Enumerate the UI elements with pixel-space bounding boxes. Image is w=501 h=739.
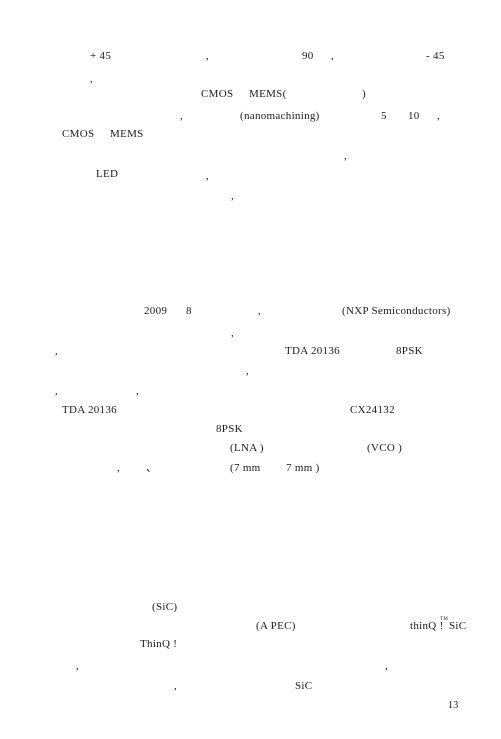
text-fragment: 10 (408, 110, 420, 122)
text-fragment: , (206, 170, 210, 182)
text-fragment: TDA 20136 (62, 404, 117, 416)
text-fragment: , (258, 305, 262, 317)
text-fragment: CX24132 (350, 404, 395, 416)
page-number: 13 (448, 700, 459, 711)
text-fragment: , (437, 110, 441, 122)
text-fragment: SiC (295, 680, 313, 692)
text-fragment: (LNA ) (230, 442, 264, 454)
text-fragment: , (231, 190, 235, 202)
text-fragment: MEMS (110, 128, 144, 140)
text-fragment: 90 (302, 50, 314, 62)
text-fragment: , (206, 50, 210, 62)
text-fragment: (7 mm (230, 462, 261, 474)
text-fragment: , (231, 327, 235, 339)
text-fragment: , (331, 50, 335, 62)
text-fragment: (VCO ) (367, 442, 403, 454)
text-fragment: MEMS( (249, 88, 287, 100)
text-fragment: LED (96, 168, 119, 180)
text-fragment: (SiC) (152, 601, 178, 613)
text-fragment: , (76, 660, 80, 672)
text-fragment: , (180, 110, 184, 122)
text-fragment: , (174, 680, 178, 692)
text-fragment: 8PSK (396, 345, 423, 357)
text-fragment: CMOS (201, 88, 234, 100)
text-fragment: , (55, 385, 59, 397)
text-fragment: ) (362, 88, 366, 100)
text-fragment: + 45 (90, 50, 112, 62)
text-fragment: - 45 (426, 50, 445, 62)
text-fragment: , (55, 345, 59, 357)
text-fragment: ThinQ ! (140, 638, 178, 650)
text-fragment: CMOS (62, 128, 95, 140)
text-fragment: , (246, 365, 250, 377)
text-fragment: 8 (186, 305, 192, 317)
text-fragment: 5 (381, 110, 387, 122)
text-fragment: thinQ ! (410, 620, 444, 632)
text-fragment: (NXP Semiconductors) (342, 305, 451, 317)
text-fragment: , (385, 660, 389, 672)
text-fragment: 7 mm ) (286, 462, 320, 474)
text-fragment: TDA 20136 (285, 345, 340, 357)
text-fragment: , (344, 150, 348, 162)
text-fragment: 、 (146, 462, 158, 474)
text-fragment: , (117, 462, 121, 474)
text-fragment: , (90, 73, 94, 85)
text-fragment: (nanomachining) (240, 110, 320, 122)
text-fragment: (A PEC) (256, 620, 296, 632)
text-fragment: 2009 (144, 305, 168, 317)
text-fragment: , (136, 385, 140, 397)
text-fragment: SiC (449, 620, 467, 632)
text-fragment: 8PSK (216, 423, 243, 435)
